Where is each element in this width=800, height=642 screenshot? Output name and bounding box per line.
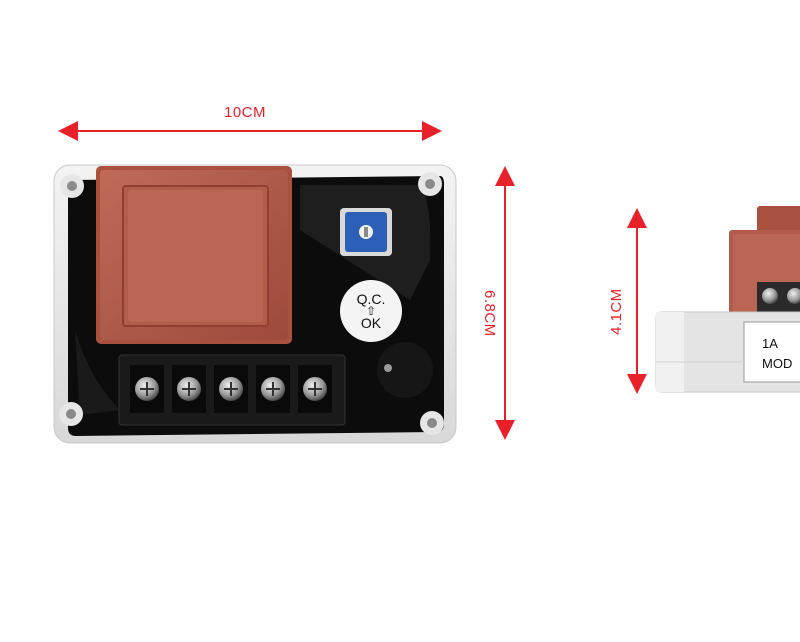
capacitor [377,342,433,398]
terminal-screw [303,377,327,401]
width-label: 10CM [224,104,267,121]
mounting-hole-top-left [60,174,84,198]
potentiometer [340,208,392,256]
up-arrow-icon: ⇧ [365,304,377,318]
terminal-screws [135,377,327,401]
mounting-hole-bottom-right [420,411,444,435]
height-label: 6.8CM [481,290,498,337]
regulator-board [53,164,457,444]
transformer [96,166,292,344]
side-height-label: 4.1CM [608,288,625,335]
qc-sticker-line1: Q.C. [356,291,386,307]
terminal-screw [261,377,285,401]
mounting-hole-top-right [418,172,442,196]
terminal-screw [177,377,201,401]
terminal-screw [135,377,159,401]
side-view-unit [655,206,800,393]
terminal-screw [219,377,243,401]
qc-sticker-line2: OK [360,315,382,331]
side-label-line1: 1A [762,336,778,351]
mounting-hole-bottom-left [59,402,83,426]
side-label-line2: MOD [762,356,793,371]
qc-sticker: Q.C. ⇧ OK [340,280,402,342]
